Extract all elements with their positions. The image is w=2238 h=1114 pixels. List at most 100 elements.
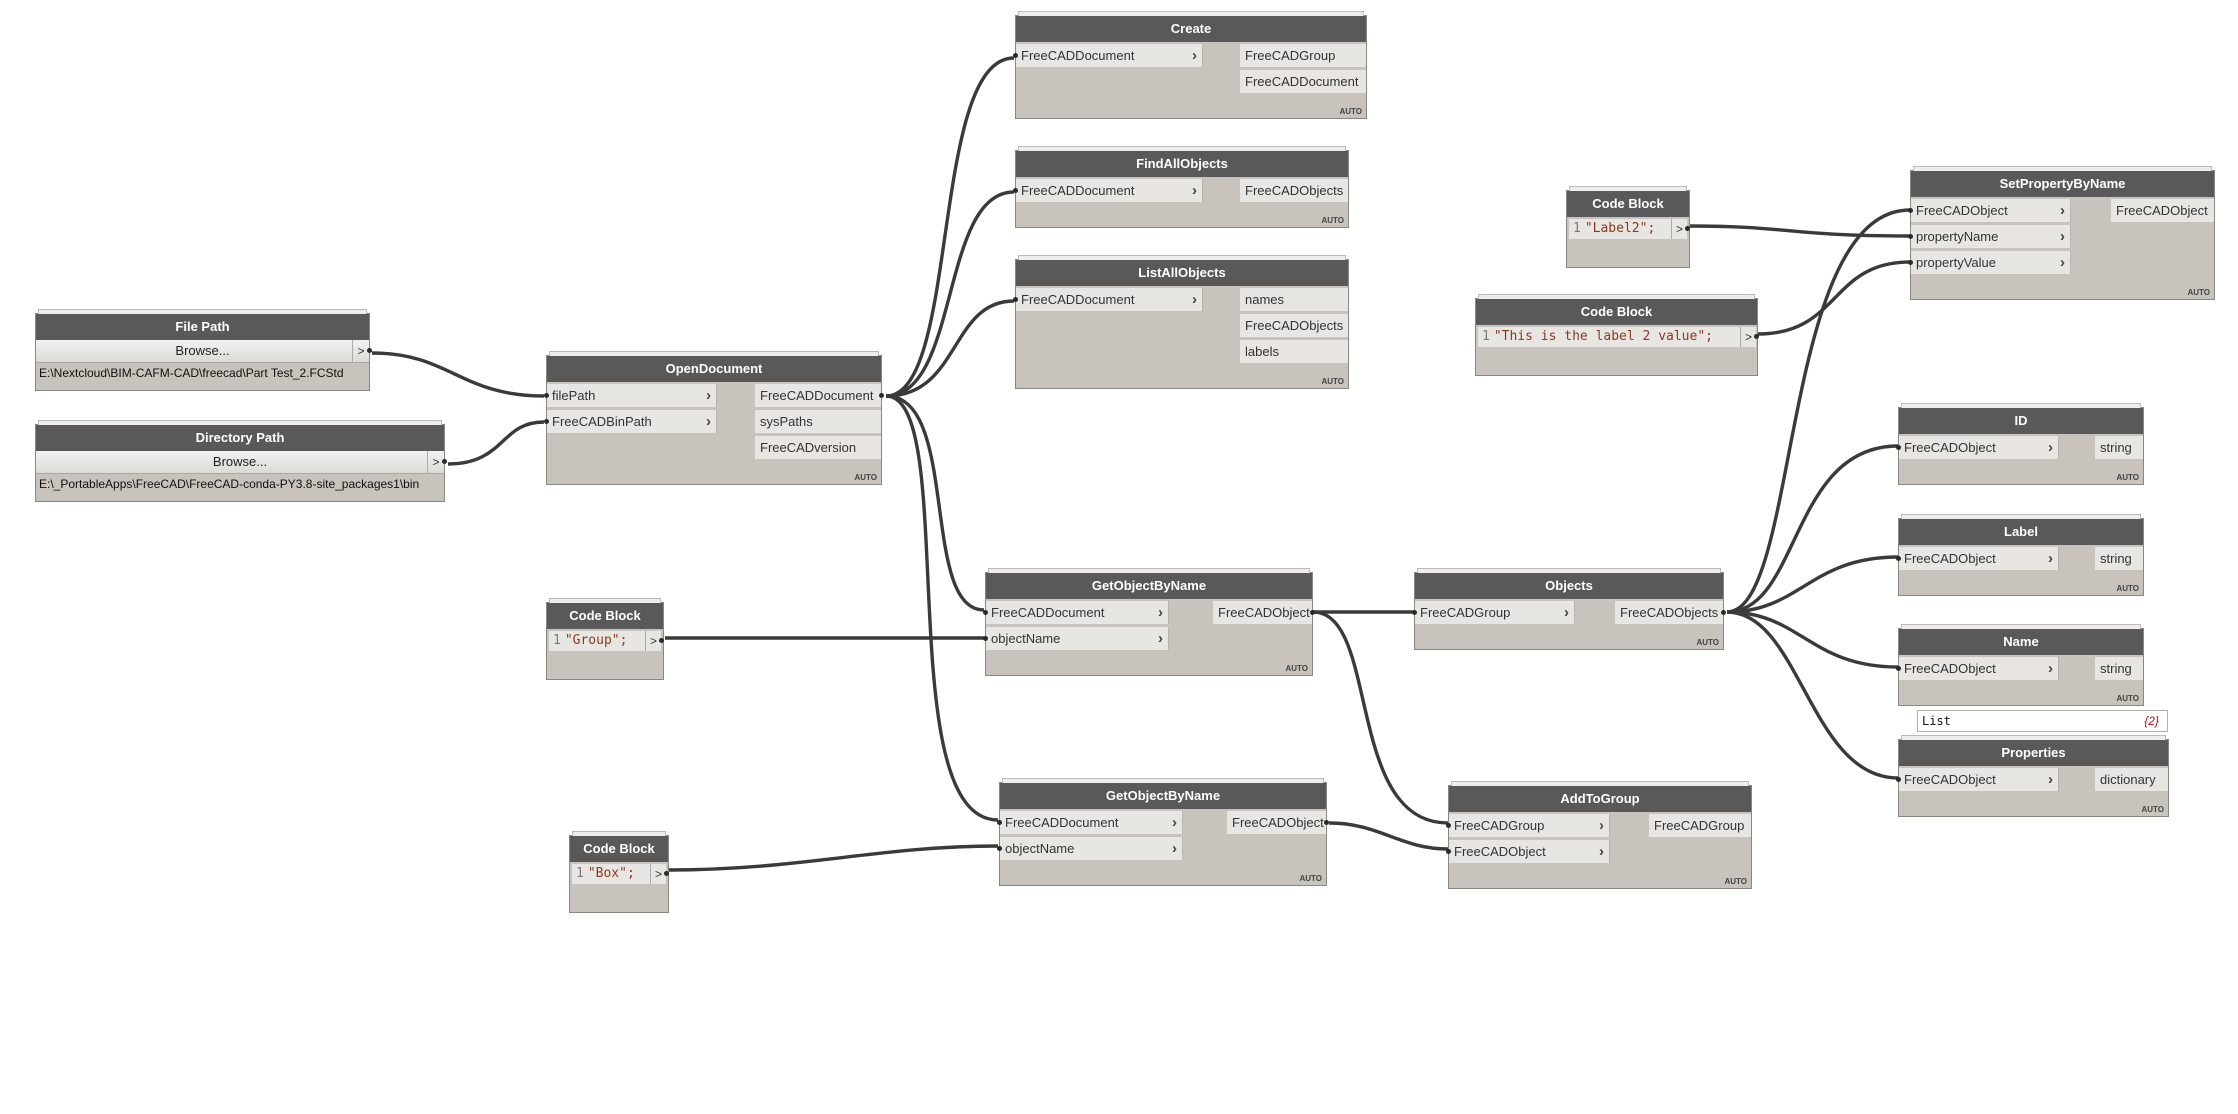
code-block-label2-node[interactable]: Code Block 1"Label2"; > bbox=[1566, 186, 1690, 268]
output-port-dictionary[interactable]: dictionary bbox=[2095, 768, 2168, 791]
input-port-freecadobject[interactable]: FreeCADObject› bbox=[1896, 657, 2059, 680]
code-editor[interactable]: 1"This is the label 2 value"; bbox=[1478, 327, 1740, 347]
input-port-dot[interactable] bbox=[544, 393, 549, 398]
input-port-objectname[interactable]: objectName› bbox=[983, 627, 1169, 650]
input-port-dot[interactable] bbox=[1446, 849, 1451, 854]
objects-node[interactable]: Objects FreeCADGroup› FreeCADObjects AUT… bbox=[1412, 568, 1726, 650]
input-port-dot[interactable] bbox=[1896, 556, 1901, 561]
node-title: Properties bbox=[1899, 740, 2168, 766]
input-port-freecadgroup[interactable]: FreeCADGroup› bbox=[1446, 814, 1610, 837]
code-block-label2-value-node[interactable]: Code Block 1"This is the label 2 value";… bbox=[1475, 294, 1759, 376]
input-port-freecaddocument[interactable]: FreeCADDocument› bbox=[1013, 179, 1203, 202]
output-port-names[interactable]: names bbox=[1240, 288, 1348, 311]
output-port-freecadobjects[interactable]: FreeCADObjects bbox=[1240, 179, 1348, 202]
output-port-freecaddocument[interactable]: FreeCADDocument bbox=[1240, 70, 1366, 93]
output-port-dot[interactable] bbox=[1721, 610, 1726, 615]
code-block-box-node[interactable]: Code Block 1"Box"; > bbox=[569, 831, 669, 913]
code-editor[interactable]: 1"Label2"; bbox=[1569, 219, 1671, 239]
get-object-by-name-node[interactable]: GetObjectByName FreeCADDocument› objectN… bbox=[997, 778, 1329, 886]
output-port-freecadobjects[interactable]: FreeCADObjects bbox=[1240, 314, 1348, 337]
input-port-dot[interactable] bbox=[1908, 208, 1913, 213]
input-port-propertyvalue[interactable]: propertyValue› bbox=[1908, 251, 2071, 274]
input-port-dot[interactable] bbox=[997, 846, 1002, 851]
output-port-freecaddocument[interactable]: FreeCADDocument bbox=[755, 384, 884, 407]
output-port-dot[interactable] bbox=[664, 871, 669, 876]
input-port-dot[interactable] bbox=[1896, 445, 1901, 450]
browse-button[interactable]: Browse... > bbox=[36, 451, 447, 474]
output-port-freecadgroup[interactable]: FreeCADGroup bbox=[1240, 44, 1366, 67]
output-arrow[interactable]: > bbox=[352, 340, 372, 362]
output-arrow[interactable]: > bbox=[427, 451, 447, 473]
add-to-group-node[interactable]: AddToGroup FreeCADGroup› FreeCADObject› … bbox=[1446, 781, 1752, 889]
output-port-freecadversion[interactable]: FreeCADversion bbox=[755, 436, 881, 459]
output-port-freecadobject[interactable]: FreeCADObject bbox=[1213, 601, 1315, 624]
file-path-node[interactable]: File Path Browse... > E:\Nextcloud\BIM-C… bbox=[35, 309, 372, 391]
input-port-freecadobject[interactable]: FreeCADObject› bbox=[1896, 547, 2059, 570]
input-port-freecadobject[interactable]: FreeCADObject› bbox=[1908, 199, 2071, 222]
browse-button[interactable]: Browse... > bbox=[36, 340, 372, 363]
input-port-dot[interactable] bbox=[1908, 234, 1913, 239]
output-port-string[interactable]: string bbox=[2095, 657, 2143, 680]
output-port-dot[interactable] bbox=[1310, 610, 1315, 615]
create-node[interactable]: Create FreeCADDocument› FreeCADGroup Fre… bbox=[1013, 11, 1367, 119]
output-arrow[interactable]: > bbox=[645, 631, 664, 651]
label-node[interactable]: Label FreeCADObject› string AUTO bbox=[1896, 514, 2144, 596]
output-port-freecadobjects[interactable]: FreeCADObjects bbox=[1615, 601, 1726, 624]
input-port-dot[interactable] bbox=[983, 636, 988, 641]
output-port-dot[interactable] bbox=[879, 393, 884, 398]
directory-path-node[interactable]: Directory Path Browse... > E:\_PortableA… bbox=[35, 420, 447, 502]
input-port-dot[interactable] bbox=[997, 820, 1002, 825]
input-port-dot[interactable] bbox=[1896, 777, 1901, 782]
output-arrow[interactable]: > bbox=[650, 864, 669, 884]
input-port-freecaddocument[interactable]: FreeCADDocument› bbox=[1013, 288, 1203, 311]
input-port-propertyname[interactable]: propertyName› bbox=[1908, 225, 2071, 248]
code-block-group-node[interactable]: Code Block 1"Group"; > bbox=[546, 598, 664, 680]
input-port-freecadbinpath[interactable]: FreeCADBinPath› bbox=[544, 410, 717, 433]
properties-node[interactable]: Properties FreeCADObject› dictionary AUT… bbox=[1896, 735, 2169, 817]
output-port-dot[interactable] bbox=[1685, 226, 1690, 231]
input-port-dot[interactable] bbox=[544, 419, 549, 424]
id-node[interactable]: ID FreeCADObject› string AUTO bbox=[1896, 403, 2144, 485]
list-all-objects-node[interactable]: ListAllObjects FreeCADDocument› names Fr… bbox=[1013, 255, 1349, 389]
input-port-dot[interactable] bbox=[1908, 260, 1913, 265]
output-arrow[interactable]: > bbox=[1671, 219, 1690, 239]
output-port-string[interactable]: string bbox=[2095, 547, 2143, 570]
input-port-objectname[interactable]: objectName› bbox=[997, 837, 1183, 860]
input-port-dot[interactable] bbox=[1013, 188, 1018, 193]
input-port-freecadobject[interactable]: FreeCADObject› bbox=[1896, 436, 2059, 459]
input-port-freecaddocument[interactable]: FreeCADDocument› bbox=[1013, 44, 1203, 67]
output-port-dot[interactable] bbox=[1754, 334, 1759, 339]
input-port-freecaddocument[interactable]: FreeCADDocument› bbox=[997, 811, 1183, 834]
output-arrow[interactable]: > bbox=[1740, 327, 1759, 347]
set-property-by-name-node[interactable]: SetPropertyByName FreeCADObject› propert… bbox=[1908, 166, 2215, 300]
output-port-freecadobject[interactable]: FreeCADObject bbox=[1227, 811, 1329, 834]
output-port-freecadobject[interactable]: FreeCADObject bbox=[2111, 199, 2214, 222]
input-port-dot[interactable] bbox=[1446, 823, 1451, 828]
input-port-freecaddocument[interactable]: FreeCADDocument› bbox=[983, 601, 1169, 624]
output-port-string[interactable]: string bbox=[2095, 436, 2143, 459]
output-port-freecadgroup[interactable]: FreeCADGroup bbox=[1649, 814, 1751, 837]
input-port-freecadobject[interactable]: FreeCADObject› bbox=[1896, 768, 2059, 791]
output-port-dot[interactable] bbox=[367, 348, 372, 353]
code-editor[interactable]: 1"Box"; bbox=[572, 864, 650, 884]
output-port-dot[interactable] bbox=[1324, 820, 1329, 825]
get-object-by-name-node[interactable]: GetObjectByName FreeCADDocument› objectN… bbox=[983, 568, 1315, 676]
find-all-objects-node[interactable]: FindAllObjects FreeCADDocument› FreeCADO… bbox=[1013, 146, 1349, 228]
input-port-dot[interactable] bbox=[1013, 53, 1018, 58]
output-port-dot[interactable] bbox=[659, 638, 664, 643]
open-document-node[interactable]: OpenDocument filePath› FreeCADBinPath› F… bbox=[544, 351, 884, 485]
code-editor[interactable]: 1"Group"; bbox=[549, 631, 645, 651]
input-port-dot[interactable] bbox=[983, 610, 988, 615]
input-port-freecadgroup[interactable]: FreeCADGroup› bbox=[1412, 601, 1575, 624]
input-port-dot[interactable] bbox=[1412, 610, 1417, 615]
input-port-dot[interactable] bbox=[1013, 297, 1018, 302]
input-port-dot[interactable] bbox=[1896, 666, 1901, 671]
input-port-filepath[interactable]: filePath› bbox=[544, 384, 717, 407]
name-node[interactable]: Name FreeCADObject› string AUTO bbox=[1896, 624, 2144, 706]
output-port-syspaths[interactable]: sysPaths bbox=[755, 410, 881, 433]
list-preview[interactable]: List {2} bbox=[1917, 710, 2168, 732]
output-port-dot[interactable] bbox=[442, 459, 447, 464]
input-port-freecadobject[interactable]: FreeCADObject› bbox=[1446, 840, 1610, 863]
output-port-labels[interactable]: labels bbox=[1240, 340, 1348, 363]
